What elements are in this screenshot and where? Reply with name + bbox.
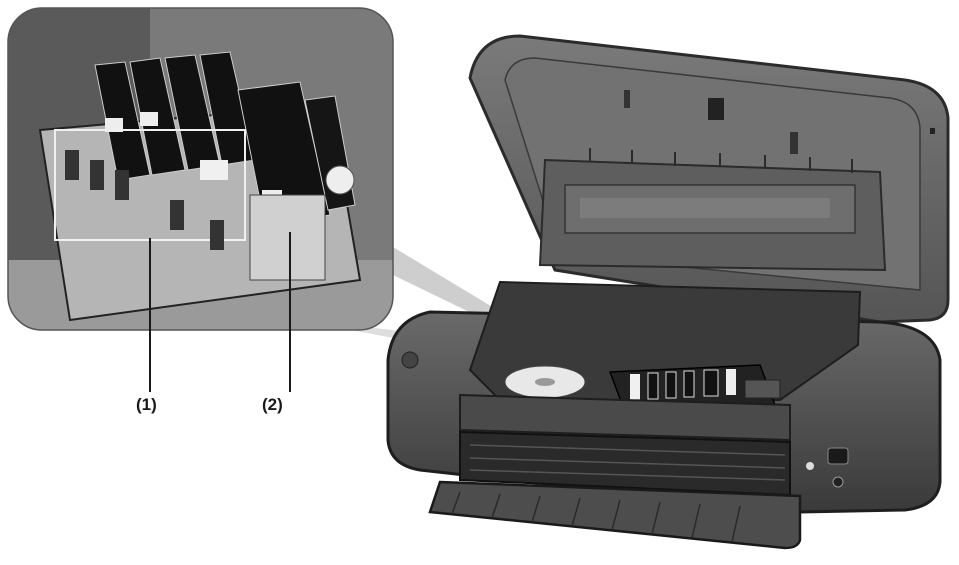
head-lock-lever: [249, 194, 326, 281]
cover-label: [708, 98, 724, 120]
printer-illustration: [386, 34, 950, 550]
print-head-holder-inset: [7, 7, 394, 331]
paper-output-tray: [428, 480, 802, 550]
callout-label-2: (2): [262, 395, 283, 414]
resume-button-icon: [806, 462, 814, 470]
power-button-icon: [827, 447, 849, 465]
callout-label-1: (1): [136, 395, 157, 414]
